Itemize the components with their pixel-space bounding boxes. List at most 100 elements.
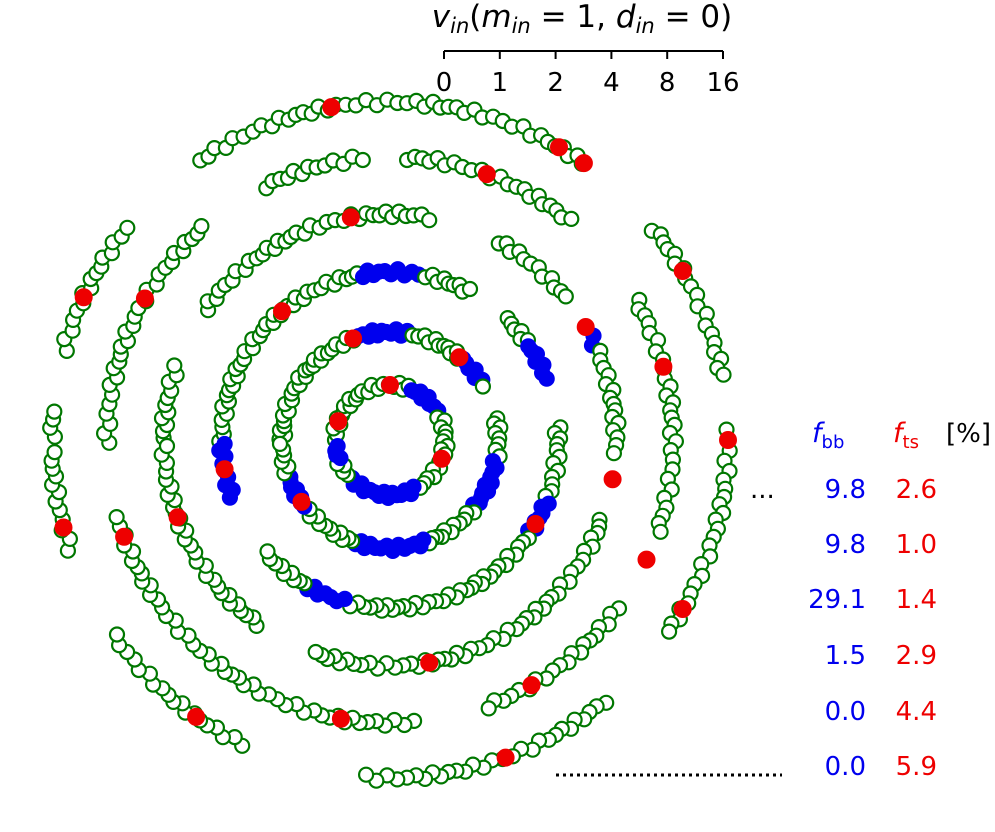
normal-marker bbox=[108, 626, 126, 643]
ts-marker bbox=[168, 508, 187, 527]
normal-marker bbox=[158, 437, 176, 455]
normal-marker bbox=[652, 523, 669, 540]
ts-marker bbox=[574, 154, 593, 173]
title-open: ( bbox=[469, 0, 481, 35]
bb-marker bbox=[329, 438, 346, 455]
normal-marker bbox=[715, 366, 732, 383]
normal-marker bbox=[46, 403, 63, 420]
ts-marker bbox=[322, 98, 341, 117]
title-eq2: = 0) bbox=[655, 0, 733, 35]
normal-marker bbox=[166, 357, 183, 374]
title-m: m bbox=[481, 0, 511, 35]
ts-marker bbox=[654, 357, 673, 376]
ring-1 bbox=[325, 374, 456, 506]
fbb-value: 0.0 bbox=[825, 752, 866, 782]
fbb-value: 0.0 bbox=[825, 697, 866, 727]
ts-marker bbox=[341, 208, 360, 227]
scale-tick-label: 8 bbox=[659, 68, 676, 98]
fbb-header: fbb bbox=[812, 418, 844, 453]
ring-3 bbox=[211, 261, 569, 619]
ts-marker bbox=[74, 288, 93, 307]
ts-marker bbox=[344, 329, 363, 348]
ts-marker bbox=[637, 550, 656, 569]
ts-marker bbox=[329, 412, 348, 431]
normal-marker bbox=[563, 210, 580, 227]
fbb-value: 29.1 bbox=[808, 585, 866, 615]
title-d-sub: in bbox=[636, 14, 655, 38]
ts-marker bbox=[526, 515, 545, 533]
ts-marker bbox=[432, 449, 451, 468]
unit-header: [%] bbox=[946, 419, 991, 449]
scale-tick-label: 4 bbox=[603, 68, 620, 98]
scale-bar: 0 1 2 4 8 16 bbox=[436, 50, 740, 98]
normal-marker bbox=[474, 378, 491, 395]
fbb-value: 9.8 bbox=[825, 530, 866, 560]
ring-4 bbox=[153, 203, 627, 677]
ts-marker bbox=[292, 492, 311, 511]
title-v: v bbox=[432, 0, 451, 35]
ts-marker bbox=[420, 653, 439, 672]
title-m-sub: in bbox=[512, 14, 531, 38]
ts-marker bbox=[215, 460, 234, 479]
normal-marker bbox=[119, 219, 136, 236]
normal-marker bbox=[557, 288, 574, 305]
normal-marker bbox=[354, 151, 371, 169]
ellipsis-label: ... bbox=[750, 475, 775, 505]
ts-marker bbox=[450, 348, 469, 367]
normal-marker bbox=[193, 218, 210, 235]
title-v-sub: in bbox=[450, 14, 469, 38]
fbb-value: 9.8 bbox=[825, 475, 866, 505]
ts-marker bbox=[576, 318, 595, 336]
table-header: fbb fts [%] bbox=[812, 418, 991, 453]
ts-marker bbox=[719, 431, 737, 449]
title-d: d bbox=[616, 0, 636, 35]
rings bbox=[42, 91, 738, 789]
ts-marker bbox=[115, 527, 134, 546]
normal-marker bbox=[307, 643, 324, 661]
ts-marker bbox=[381, 376, 399, 394]
fts-value: 5.9 bbox=[896, 752, 937, 782]
normal-marker bbox=[421, 212, 438, 229]
ring-6 bbox=[42, 91, 738, 789]
ts-marker bbox=[187, 707, 206, 726]
normal-marker bbox=[461, 280, 479, 298]
fts-value: 2.6 bbox=[896, 475, 937, 505]
ts-marker bbox=[54, 518, 73, 537]
scale-tick-label: 0 bbox=[436, 68, 453, 98]
normal-marker bbox=[358, 766, 375, 783]
ts-marker bbox=[673, 600, 692, 618]
bb-marker bbox=[538, 370, 555, 387]
bb-marker bbox=[216, 435, 233, 453]
scale-tick-label: 2 bbox=[547, 68, 564, 98]
fts-value: 1.0 bbox=[896, 530, 937, 560]
normal-marker bbox=[259, 543, 276, 560]
fts-value: 4.4 bbox=[896, 697, 937, 727]
normal-marker bbox=[271, 435, 289, 452]
fts-header: fts bbox=[893, 418, 919, 453]
ts-marker bbox=[331, 709, 350, 728]
fts-value: 2.9 bbox=[896, 641, 937, 671]
ts-marker bbox=[496, 748, 515, 767]
ts-marker bbox=[477, 165, 496, 184]
ts-marker bbox=[522, 676, 541, 695]
ts-marker bbox=[273, 302, 291, 321]
ts-marker bbox=[603, 470, 622, 489]
svg-text:vin(min = 1, din = 0): vin(min = 1, din = 0) bbox=[432, 0, 732, 38]
normal-marker bbox=[660, 623, 678, 640]
scale-tick-label: 16 bbox=[706, 68, 739, 98]
ring-5 bbox=[95, 148, 685, 734]
normal-marker bbox=[108, 508, 125, 526]
title-eq1: = 1, bbox=[531, 0, 616, 35]
normal-marker bbox=[480, 700, 497, 717]
scale-tick-label: 1 bbox=[492, 68, 509, 98]
normal-marker bbox=[605, 445, 623, 462]
fbb-value: 1.5 bbox=[825, 641, 866, 671]
ring-2 bbox=[271, 321, 509, 560]
chart-title: vin(min = 1, din = 0) bbox=[432, 0, 732, 38]
normal-marker bbox=[46, 444, 63, 461]
ts-marker bbox=[673, 262, 692, 280]
ts-marker bbox=[550, 138, 568, 157]
ts-marker bbox=[135, 289, 154, 308]
fts-value: 1.4 bbox=[896, 585, 937, 615]
